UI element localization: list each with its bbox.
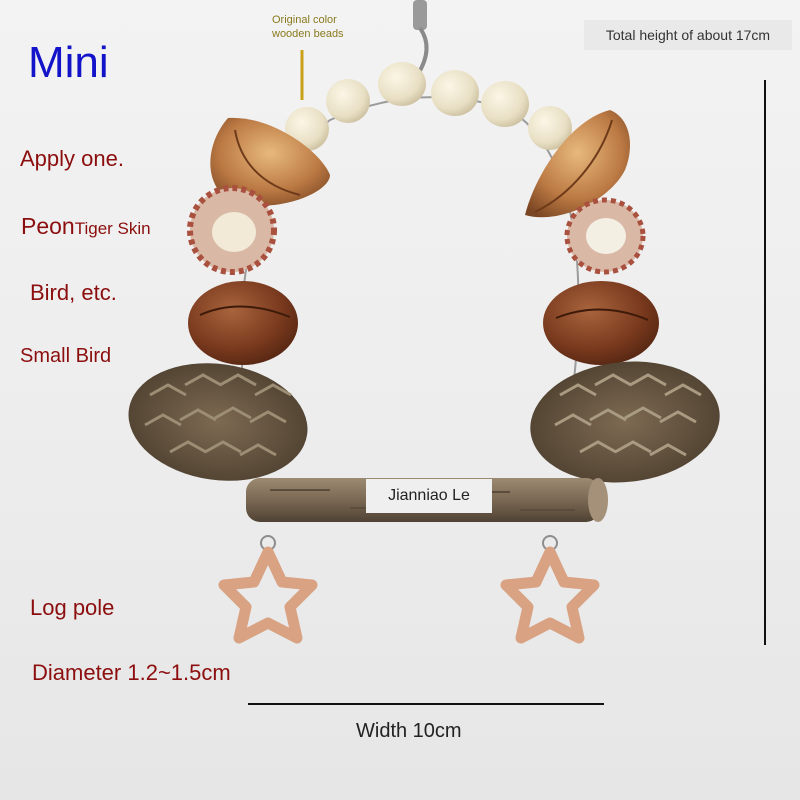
suitable-line-2b: Tiger Skin <box>74 219 151 238</box>
pole-tag: Jianniao Le <box>366 479 492 513</box>
nut-right <box>543 281 659 365</box>
wooden-beads <box>285 62 572 151</box>
log-pole-diameter: Diameter 1.2~1.5cm <box>32 660 231 685</box>
seed-pod-left <box>210 117 330 206</box>
corn-slice-right <box>564 197 646 275</box>
hanging-hook <box>413 0 429 76</box>
pine-cone-right <box>530 361 720 483</box>
width-note: Width 10cm <box>356 720 462 742</box>
height-note: Total height of about 17cm <box>584 20 792 50</box>
seed-pod-right <box>525 110 630 218</box>
corn-slice-left <box>187 185 277 275</box>
star-right <box>500 535 600 644</box>
bead-note: Original color wooden beads <box>272 13 382 41</box>
nut-left <box>188 281 298 365</box>
bead-note-line-1: Original color <box>272 14 337 26</box>
pine-cone-left <box>128 363 308 481</box>
star-left <box>218 535 318 644</box>
suitable-line-4: Small Bird <box>20 345 112 367</box>
suitable-line-3: Bird, etc. <box>30 280 117 305</box>
log-pole-label: Log pole <box>30 595 115 620</box>
bead-note-line-2: wooden beads <box>272 28 344 40</box>
suitable-line-2: PeonTiger Skin <box>21 213 151 240</box>
product-size-title: Mini <box>28 38 109 87</box>
suitable-line-1: Apply one. <box>20 146 124 171</box>
suitable-line-2a: Peon <box>21 213 75 239</box>
